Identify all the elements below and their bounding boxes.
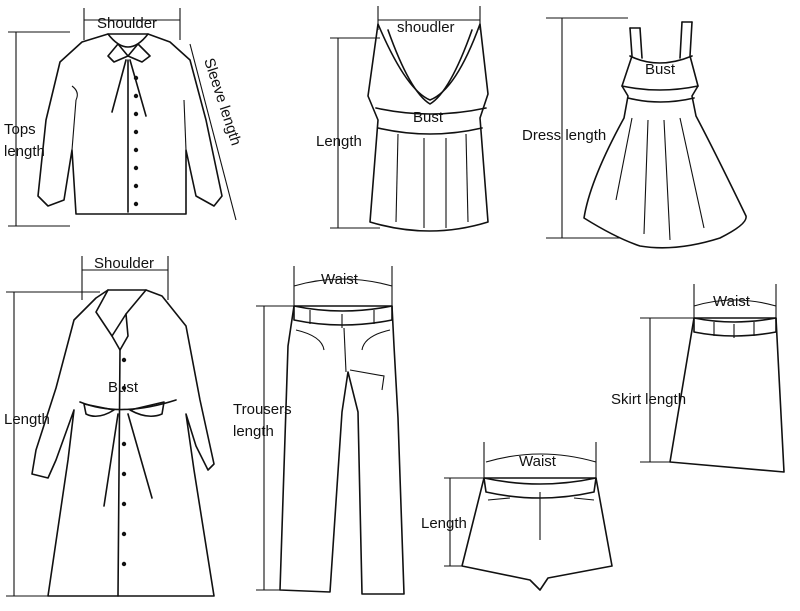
tank-top-illustration — [330, 6, 488, 231]
trousers-illustration — [256, 266, 404, 594]
blouse-illustration — [8, 8, 236, 226]
skirt-body — [670, 318, 784, 472]
tank-body — [368, 24, 488, 231]
tank-bust-label: Bust — [413, 109, 444, 126]
dress-bust-label: Bust — [645, 61, 676, 78]
shorts-body — [462, 478, 612, 590]
skirt-illustration — [640, 284, 784, 472]
tank-shoulder-label: shoudler — [397, 19, 455, 36]
tank-length-label: Length — [316, 133, 362, 150]
blouse-tops-label: Tops — [4, 121, 36, 138]
trousers-label: Trousers — [233, 401, 292, 418]
shorts-length-label: Length — [421, 515, 467, 532]
dress-length-label: Dress length — [522, 127, 606, 144]
blouse-shoulder-label: Shoulder — [97, 15, 157, 32]
trousers-length-label: length — [233, 423, 274, 440]
skirt-length-label: Skirt length — [611, 391, 686, 408]
shorts-waist-label: Waist — [519, 453, 557, 470]
coat-bust-label: Bust — [108, 379, 139, 396]
trousers-waist-label: Waist — [321, 271, 359, 288]
blouse-length-label: length — [4, 143, 45, 160]
skirt-waist-label: Waist — [713, 293, 751, 310]
trousers-body — [280, 306, 404, 594]
coat-shoulder-label: Shoulder — [94, 255, 154, 272]
coat-length-label: Length — [4, 411, 50, 428]
